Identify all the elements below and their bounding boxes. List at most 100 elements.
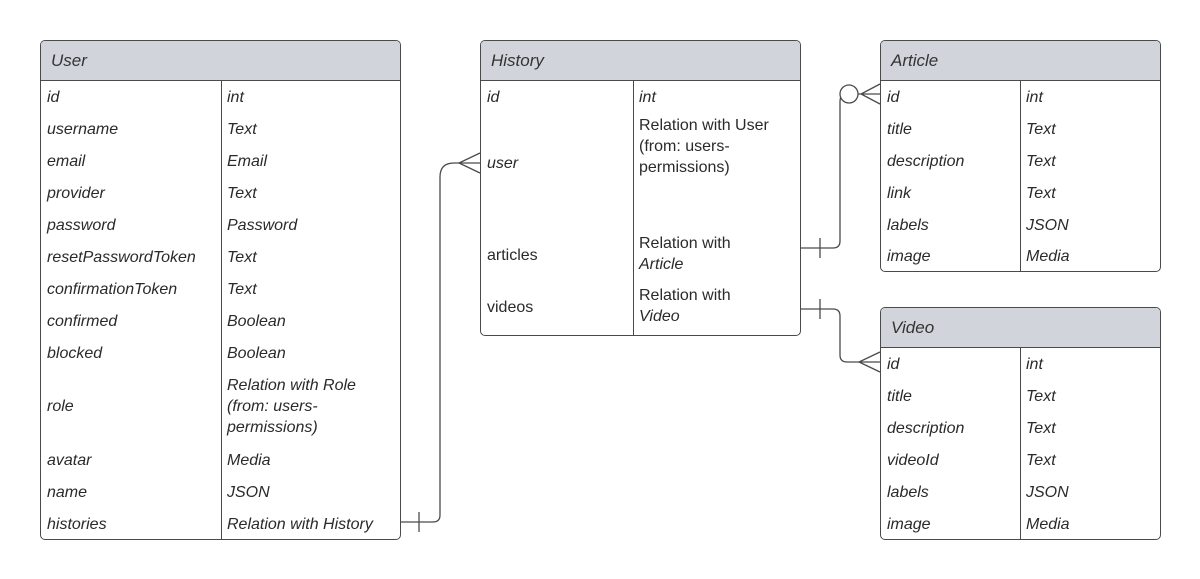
entity-title: Article [881, 41, 1160, 81]
table-row[interactable]: user Relation with User (from: users-per… [481, 113, 800, 215]
table-row[interactable]: id int [41, 81, 400, 113]
field-type: int [1026, 355, 1043, 373]
field-type: JSON [1026, 483, 1069, 501]
field-type: Text [227, 280, 257, 298]
field-name: description [887, 419, 965, 437]
field-name: title [887, 387, 912, 405]
entity-user[interactable]: User id int username Text email Email pr… [40, 40, 401, 540]
table-row[interactable]: videoId Text [881, 444, 1160, 476]
table-row[interactable]: id int [881, 81, 1160, 113]
column-divider [1020, 81, 1021, 271]
entity-title: User [41, 41, 400, 81]
column-divider [1020, 348, 1021, 539]
field-name: videos [487, 299, 534, 316]
field-list: id int user Relation with User (from: us… [481, 81, 800, 335]
table-row[interactable]: labels JSON [881, 476, 1160, 508]
field-type: Media [227, 451, 271, 469]
field-name: user [487, 155, 519, 172]
table-row[interactable]: image Media [881, 508, 1160, 539]
field-name: confirmationToken [47, 280, 178, 298]
field-type: Text [1026, 451, 1056, 469]
field-type: Text [1026, 184, 1056, 202]
field-name: confirmed [47, 312, 118, 330]
field-type: Media [1026, 515, 1070, 533]
field-type-prefix: Relation with [639, 235, 731, 252]
table-row[interactable]: description Text [881, 412, 1160, 444]
field-name: provider [47, 184, 105, 202]
table-row[interactable]: link Text [881, 177, 1160, 209]
table-row[interactable]: videos Relation with Video [481, 275, 800, 335]
field-type: Relation with Article [634, 233, 794, 275]
entity-title: Video [881, 308, 1160, 348]
field-name: image [887, 248, 931, 265]
table-row[interactable]: password Password [41, 209, 400, 241]
table-row[interactable]: blocked Boolean [41, 337, 400, 369]
connector-history-article [801, 92, 849, 249]
field-name: role [47, 398, 74, 415]
zero-marker [839, 84, 859, 104]
field-type: Text [1026, 387, 1056, 405]
field-list: id int title Text description Text video… [881, 348, 1160, 539]
field-type: Email [227, 152, 268, 170]
table-row[interactable]: provider Text [41, 177, 400, 209]
field-name: title [887, 120, 912, 138]
entity-article[interactable]: Article id int title Text description Te… [880, 40, 1161, 272]
table-row[interactable]: confirmationToken Text [41, 273, 400, 305]
table-row[interactable]: articles Relation with Article [481, 215, 800, 275]
field-type: Text [1026, 419, 1056, 437]
field-name: articles [487, 247, 538, 264]
table-row[interactable]: name JSON [41, 476, 400, 508]
table-row[interactable]: image Media [881, 241, 1160, 271]
field-name: videoId [887, 451, 939, 469]
field-type: int [639, 88, 656, 106]
table-row[interactable]: confirmed Boolean [41, 305, 400, 337]
table-row[interactable]: labels JSON [881, 209, 1160, 241]
field-type: Text [1026, 120, 1056, 138]
field-name: avatar [47, 451, 92, 469]
field-name: id [887, 88, 900, 106]
table-row[interactable]: title Text [881, 380, 1160, 412]
field-type: Boolean [227, 312, 286, 330]
crows-foot-marker [857, 351, 881, 373]
table-row[interactable]: email Email [41, 145, 400, 177]
table-row[interactable]: id int [881, 348, 1160, 380]
field-name: id [487, 88, 500, 106]
table-row[interactable]: histories Relation with History [41, 508, 400, 539]
entity-video[interactable]: Video id int title Text description Text… [880, 307, 1161, 540]
field-type: JSON [1026, 216, 1069, 234]
field-name: id [887, 355, 900, 373]
field-name: image [887, 515, 931, 533]
field-type: Text [1026, 152, 1056, 170]
table-row[interactable]: title Text [881, 113, 1160, 145]
field-name: histories [47, 515, 107, 533]
field-type: Relation with Video [634, 285, 794, 327]
table-row[interactable]: id int [481, 81, 800, 113]
crows-foot-marker [457, 152, 481, 174]
field-type-ref: Video [639, 308, 680, 325]
column-divider [221, 81, 222, 539]
field-name: email [47, 152, 86, 170]
table-row[interactable]: role Relation with Role (from: users-per… [41, 369, 400, 444]
field-type: Media [1026, 248, 1070, 265]
entity-history[interactable]: History id int user Relation with User (… [480, 40, 801, 336]
table-row[interactable]: username Text [41, 113, 400, 145]
field-name: link [887, 184, 912, 202]
field-name: labels [887, 483, 929, 501]
connector-history-video [801, 308, 880, 363]
field-name: id [47, 88, 60, 106]
crows-foot-marker [858, 83, 881, 105]
field-name: username [47, 120, 119, 138]
field-name: blocked [47, 344, 103, 362]
field-type: int [227, 88, 244, 106]
table-row[interactable]: resetPasswordToken Text [41, 241, 400, 273]
field-type-ref: Article [639, 256, 684, 273]
field-type: Relation with History [227, 515, 373, 533]
field-type: Password [227, 216, 298, 234]
connector-user-history [401, 162, 480, 523]
table-row[interactable]: description Text [881, 145, 1160, 177]
field-name: resetPasswordToken [47, 248, 196, 266]
table-row[interactable]: avatar Media [41, 444, 400, 476]
field-type: int [1026, 88, 1043, 106]
field-name: name [47, 483, 88, 501]
field-list: id int username Text email Email provide… [41, 81, 400, 539]
